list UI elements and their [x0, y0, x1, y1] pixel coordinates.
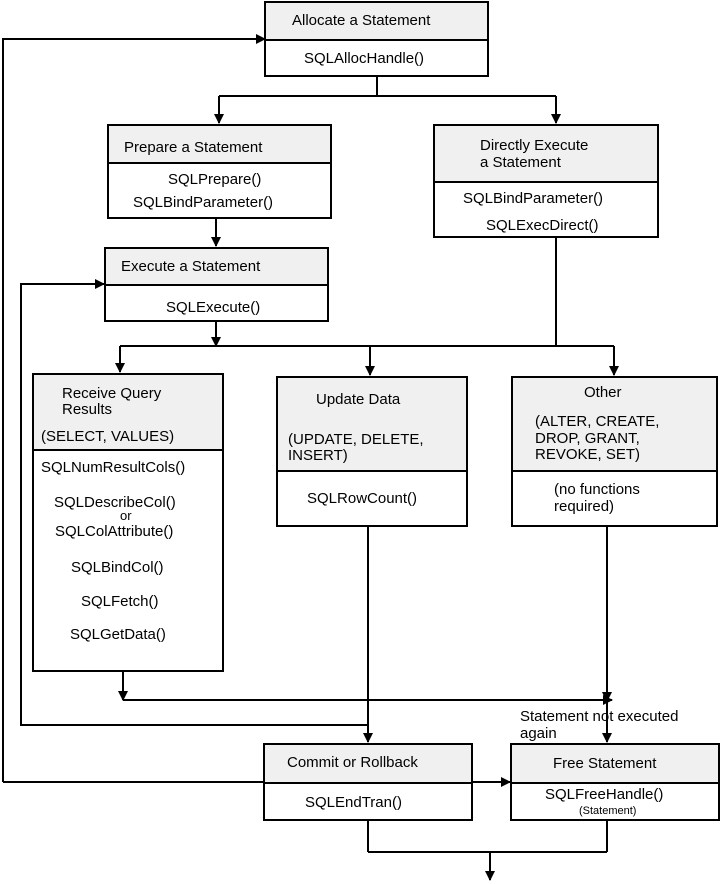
not-executed-label-line-1: Statement not executed [520, 708, 679, 725]
allocate-function: SQLAllocHandle() [304, 50, 425, 67]
execute-function: SQLExecute() [166, 299, 261, 316]
receive-subtitle: (SELECT, VALUES) [41, 428, 175, 445]
loop-back-to-allocate [2, 34, 266, 782]
receive-title-line-1: Receive Query [62, 385, 162, 402]
other-subtitle-line-1: (ALTER, CREATE, [535, 413, 660, 430]
prepare-statement-box: Prepare a Statement SQLPrepare() SQLBind… [107, 124, 332, 219]
free-function-subtitle: (Statement) [579, 805, 637, 817]
receive-function-bindcol: SQLBindCol() [71, 559, 164, 576]
prepare-function-2: SQLBindParameter() [133, 194, 274, 211]
direct-title-line-2: a Statement [480, 154, 561, 171]
direct-execute-box: Directly Execute a Statement SQLBindPara… [433, 124, 659, 238]
receive-results-box: Receive Query Results (SELECT, VALUES) S… [32, 373, 224, 672]
free-statement-box: Free Statement SQLFreeHandle() (Statemen… [510, 743, 720, 821]
receive-title-line-2: Results [62, 401, 113, 418]
other-subtitle-line-2: DROP, GRANT, [535, 430, 640, 447]
other-note-line-2: required) [554, 498, 615, 515]
other-box: Other (ALTER, CREATE, DROP, GRANT, REVOK… [511, 376, 718, 527]
prepare-title: Prepare a Statement [124, 139, 263, 156]
receive-function-getdata: SQLGetData() [70, 626, 166, 643]
receive-function-describecol: SQLDescribeCol() [54, 494, 176, 511]
other-title: Other [584, 384, 622, 401]
direct-function-1: SQLBindParameter() [463, 190, 604, 207]
receive-function-fetch: SQLFetch() [81, 593, 159, 610]
commit-rollback-box: Commit or Rollback SQLEndTran() [263, 743, 473, 821]
receive-function-numresultcols: SQLNumResultCols() [41, 459, 186, 476]
execute-statement-box: Execute a Statement SQLExecute() [104, 247, 329, 322]
update-function: SQLRowCount() [307, 490, 418, 507]
update-data-box: Update Data (UPDATE, DELETE, INSERT) SQL… [276, 376, 468, 527]
allocate-statement-box: Allocate a Statement SQLAllocHandle() [264, 1, 489, 77]
receive-function-colattribute: SQLColAttribute() [55, 523, 174, 540]
commit-title: Commit or Rollback [287, 754, 418, 771]
not-executed-label-line-2: again [520, 725, 557, 742]
prepare-function-1: SQLPrepare() [168, 171, 262, 188]
free-function: SQLFreeHandle() [545, 786, 664, 803]
other-subtitle-line-3: REVOKE, SET) [535, 446, 641, 463]
loop-back-to-execute [20, 279, 368, 726]
execute-title: Execute a Statement [121, 258, 261, 275]
update-title: Update Data [316, 391, 401, 408]
direct-function-2: SQLExecDirect() [486, 217, 599, 234]
commit-function: SQLEndTran() [305, 794, 402, 811]
free-title: Free Statement [553, 755, 657, 772]
receive-or-label: or [120, 508, 132, 523]
other-note-line-1: (no functions [554, 481, 640, 498]
update-subtitle-line-1: (UPDATE, DELETE, [288, 431, 424, 448]
allocate-title: Allocate a Statement [292, 12, 431, 29]
update-subtitle-line-2: INSERT) [288, 447, 348, 464]
direct-title-line-1: Directly Execute [480, 137, 589, 154]
